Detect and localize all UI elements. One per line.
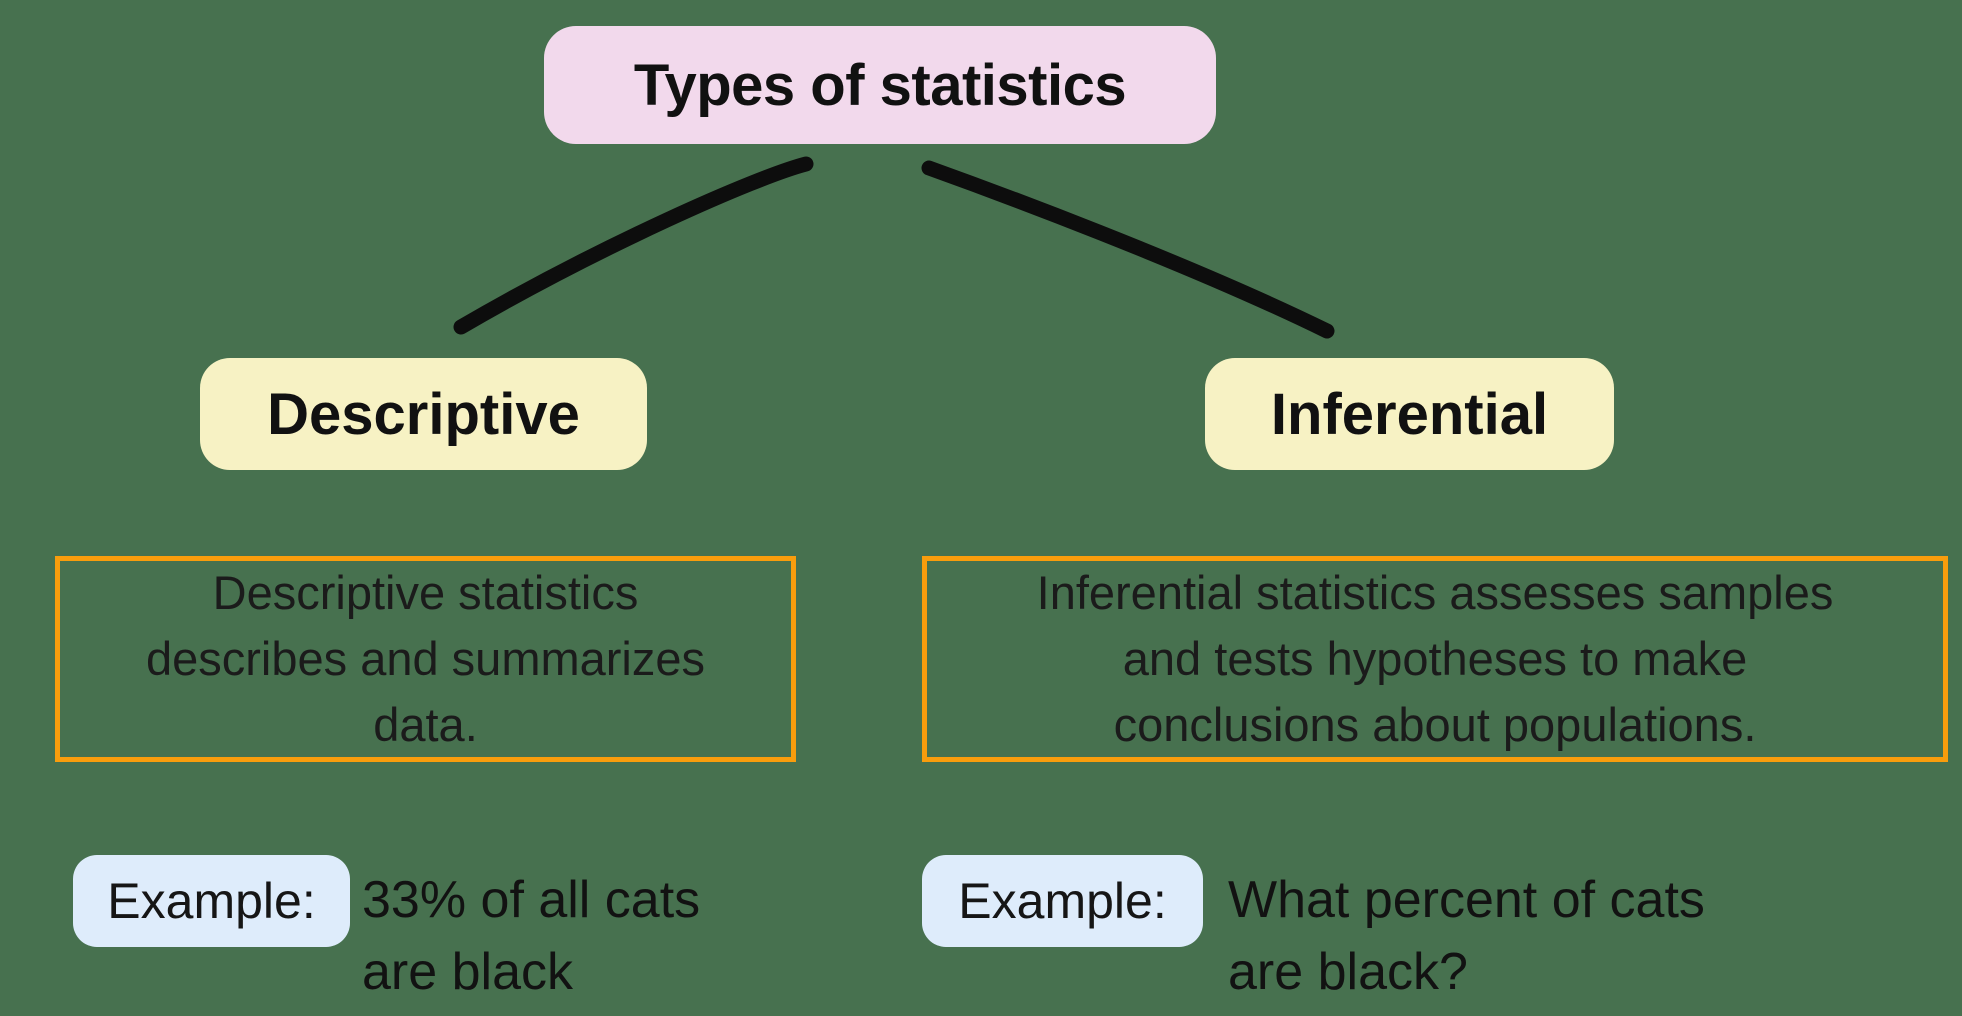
branch-node-inferential: Inferential [1205,358,1614,470]
descriptive-example-line: 33% of all cats [362,871,701,929]
descriptive-example-chip: Example: [73,855,350,947]
inferential-description-line: Inferential statistics assesses samples [1036,566,1834,619]
descriptive-example-text: 33% of all cats are black [362,864,700,1008]
branch-node-descriptive: Descriptive [200,358,647,470]
root-node-label: Types of statistics [633,52,1127,118]
connector-right-icon [921,160,1335,339]
branch-descriptive-label: Descriptive [267,381,580,447]
connector-left-icon [453,156,814,335]
inferential-example-line: What percent of cats [1228,871,1705,929]
descriptive-example-line: are black [362,943,573,1001]
inferential-example-chip-label: Example: [958,873,1167,929]
inferential-description-box: Inferential statistics assesses samples … [922,556,1948,762]
inferential-example-line: are black? [1228,943,1468,1001]
inferential-description-line: and tests hypotheses to make [1122,632,1748,685]
descriptive-description-line: data. [373,698,478,751]
inferential-example-text: What percent of cats are black? [1228,864,1705,1008]
descriptive-description-line: Descriptive statistics [212,566,639,619]
inferential-description-line: conclusions about populations. [1113,698,1757,751]
inferential-example-chip: Example: [922,855,1203,947]
branch-inferential-label: Inferential [1270,381,1549,447]
root-node-types-of-statistics: Types of statistics [544,26,1216,144]
descriptive-example-chip-label: Example: [107,873,316,929]
descriptive-description-box: Descriptive statistics describes and sum… [55,556,796,762]
descriptive-description-line: describes and summarizes [146,632,705,685]
